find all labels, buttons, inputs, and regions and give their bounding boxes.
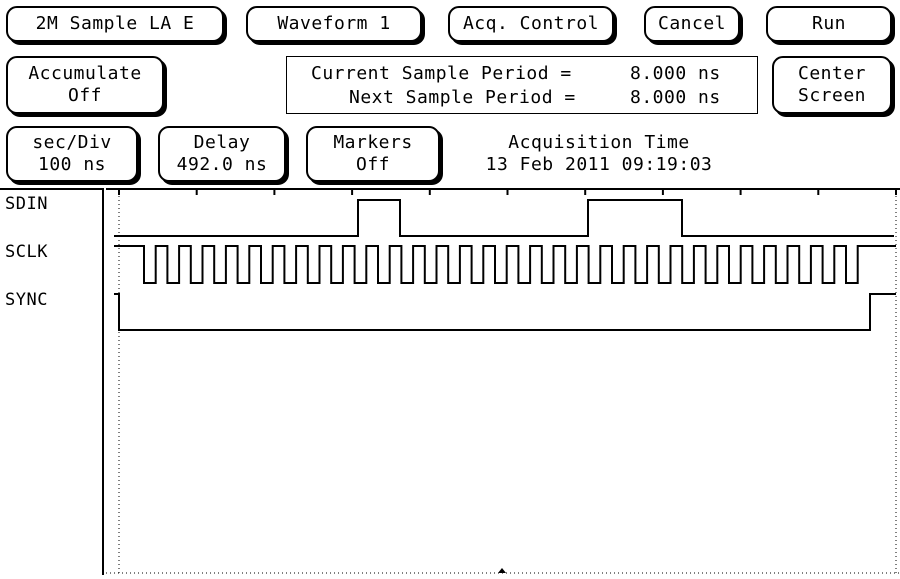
sample-mode-label: 2M Sample LA E (35, 13, 195, 34)
trace-sdin (114, 199, 894, 237)
sec-div-label: sec/Div (32, 132, 112, 153)
cancel-label: Cancel (657, 13, 727, 34)
center-screen-button[interactable]: Center Screen (772, 56, 892, 114)
acquisition-time-title: Acquisition Time (508, 132, 690, 153)
sample-period-box: Current Sample Period = 8.000 ns Next Sa… (286, 56, 758, 114)
trace-sync (114, 293, 896, 331)
markers-label: Markers (333, 132, 413, 153)
delay-value: 492.0 ns (176, 154, 268, 175)
center-screen-line1: Center (797, 63, 867, 84)
center-marker-icon (498, 568, 506, 573)
acq-control-button[interactable]: Acq. Control (448, 6, 614, 42)
run-button[interactable]: Run (766, 6, 892, 42)
waveform-canvas (106, 188, 900, 574)
signal-labels-panel: SDIN SCLK SYNC (0, 188, 104, 575)
sample-mode-button[interactable]: 2M Sample LA E (6, 6, 224, 42)
current-sample-period-value: 8.000 ns (630, 63, 721, 84)
acq-control-label: Acq. Control (462, 13, 600, 34)
waveform-button[interactable]: Waveform 1 (246, 6, 422, 42)
signal-label-sclk[interactable]: SCLK (5, 242, 48, 262)
accumulate-label: Accumulate (28, 63, 142, 84)
current-sample-period-label: Current Sample Period = (311, 63, 572, 84)
time-ticks (118, 189, 897, 195)
next-sample-period-label: Next Sample Period = (349, 87, 576, 108)
delay-button[interactable]: Delay 492.0 ns (158, 126, 286, 182)
trace-sclk (114, 245, 896, 284)
sec-div-button[interactable]: sec/Div 100 ns (6, 126, 138, 182)
next-sample-period-value: 8.000 ns (630, 87, 721, 108)
signal-label-sync[interactable]: SYNC (5, 290, 48, 310)
accumulate-button[interactable]: Accumulate Off (6, 56, 164, 114)
delay-label: Delay (193, 132, 251, 153)
run-label: Run (811, 13, 846, 34)
waveform-label: Waveform 1 (277, 13, 391, 34)
cancel-button[interactable]: Cancel (644, 6, 740, 42)
accumulate-value: Off (67, 85, 102, 106)
acquisition-time: Acquisition Time 13 Feb 2011 09:19:03 (468, 132, 730, 176)
acquisition-timestamp: 13 Feb 2011 09:19:03 (485, 154, 713, 175)
sec-div-value: 100 ns (37, 154, 107, 175)
center-screen-line2: Screen (797, 85, 867, 106)
waveform-display[interactable] (106, 188, 900, 575)
markers-button[interactable]: Markers Off (306, 126, 440, 182)
signal-label-sdin[interactable]: SDIN (5, 194, 48, 214)
markers-value: Off (355, 154, 390, 175)
